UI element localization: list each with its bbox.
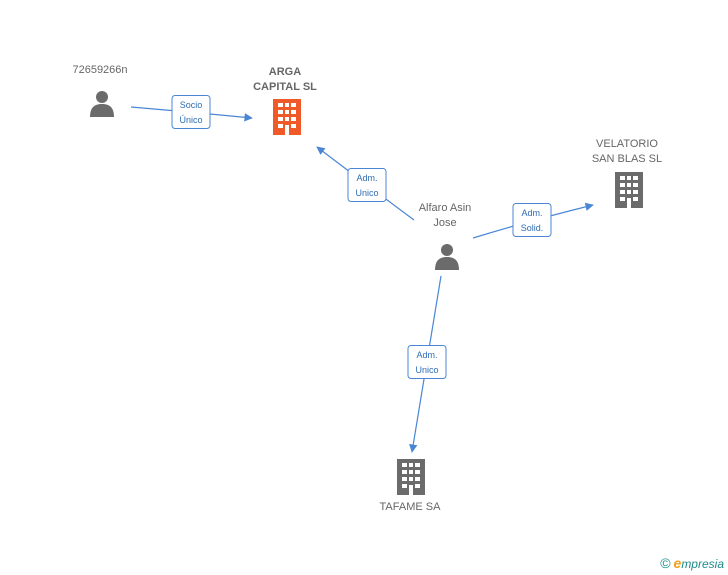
brand-logo: empresia <box>674 555 724 571</box>
brand-rest: mpresia <box>681 557 724 571</box>
edge-label-text: Unico <box>355 188 378 198</box>
node-tafame[interactable]: TAFAME SA <box>380 459 442 513</box>
building-icon[interactable] <box>397 459 425 495</box>
node-label: 72659266n <box>72 64 127 76</box>
node-label: Alfaro Asin <box>419 202 472 214</box>
edge-label-text: Socio <box>180 100 203 110</box>
building-icon[interactable] <box>273 99 301 135</box>
node-label: ARGA <box>269 66 301 78</box>
brand-initial: e <box>673 555 682 571</box>
edge-label-text: Solid. <box>521 223 544 233</box>
edge-label-text: Único <box>179 115 202 125</box>
edge-alfaro-tafame: Adm. Unico <box>407 275 447 453</box>
node-n72659266n[interactable]: 72659266n <box>72 64 128 117</box>
edge-label-text: Adm. <box>521 208 542 218</box>
node-velatorio[interactable]: VELATORIO SAN BLAS SL <box>592 138 662 208</box>
building-icon[interactable] <box>615 172 643 208</box>
edge-label-text: Unico <box>415 365 438 375</box>
copyright-icon: © <box>660 555 671 571</box>
edge-label-text: Adm. <box>356 173 377 183</box>
edge-alfaro-velatorio: Adm. Solid. <box>472 202 594 239</box>
edge-alfaro-arga: Adm. Unico <box>316 146 415 221</box>
node-label: CAPITAL SL <box>253 81 317 93</box>
person-icon[interactable] <box>435 244 459 270</box>
node-label: Jose <box>433 217 456 229</box>
edge-label-box[interactable] <box>347 168 387 202</box>
edge-label-box[interactable] <box>171 95 211 129</box>
node-label: VELATORIO <box>596 138 658 150</box>
edge-label-box[interactable] <box>407 345 447 379</box>
edge-label-box[interactable] <box>512 203 552 237</box>
node-label: SAN BLAS SL <box>592 153 662 165</box>
person-icon[interactable] <box>90 91 114 117</box>
empresia-watermark[interactable]: © empresia <box>660 555 724 571</box>
edge-label-text: Adm. <box>416 350 437 360</box>
node-arga[interactable]: ARGA CAPITAL SL <box>253 66 317 135</box>
node-label: TAFAME SA <box>380 501 442 513</box>
